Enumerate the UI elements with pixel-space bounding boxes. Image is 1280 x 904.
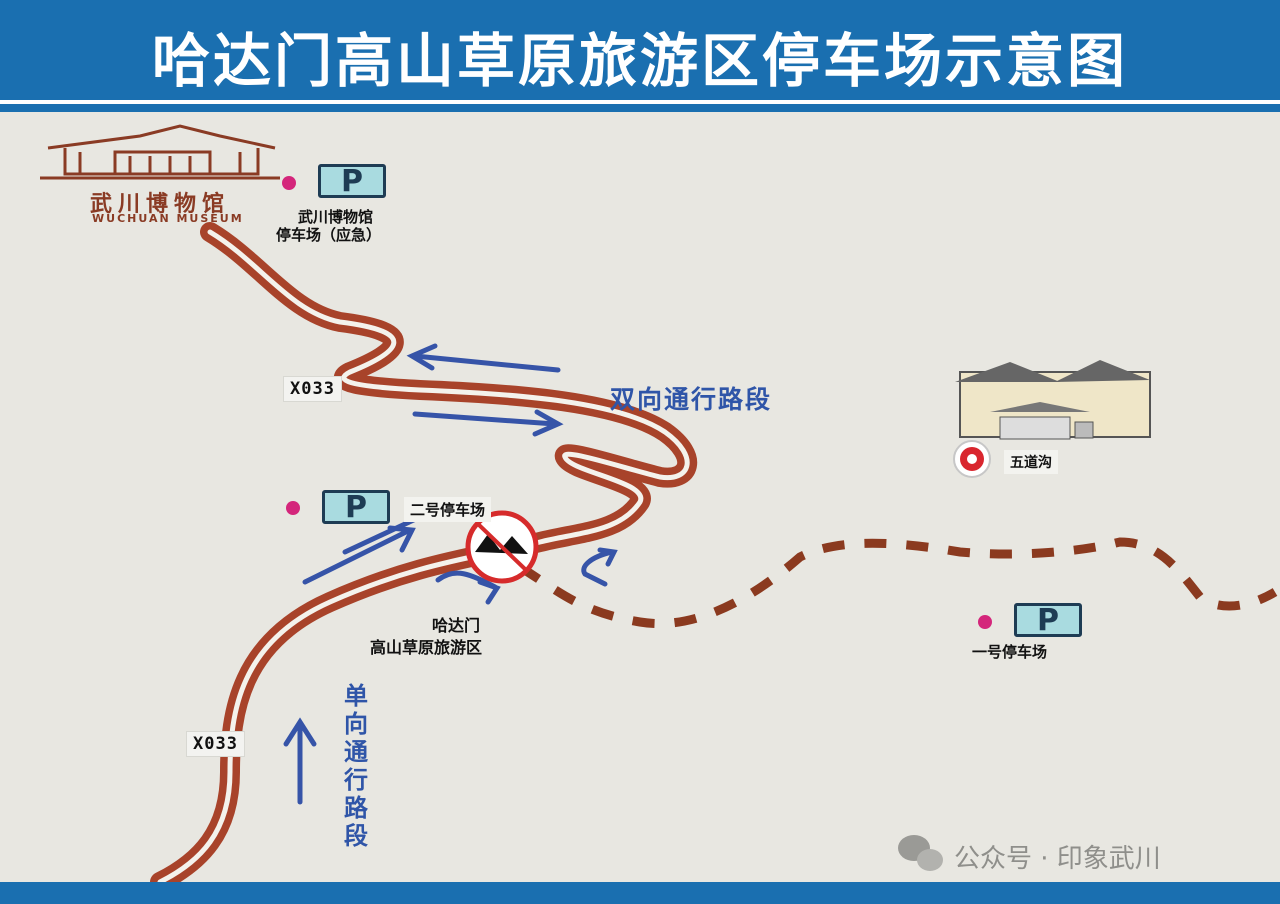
no-entry-sign-icon [465, 510, 539, 584]
scenic-area-label-line2: 高山草原旅游区 [370, 638, 483, 657]
parking-2-sign-icon: P [322, 490, 390, 525]
traffic-arrows [283, 343, 618, 805]
one-way-char: 单 [344, 682, 368, 710]
parking-1-marker [978, 615, 992, 629]
museum-parking-sign-icon: P [318, 164, 386, 199]
one-way-road-label: 单 向 通 行 路 段 [344, 682, 374, 850]
museum-parking-label-line1: 武川博物馆 [298, 208, 374, 226]
page-title: 哈达门高山草原旅游区停车场示意图 [151, 27, 1128, 95]
parking-2-marker [286, 501, 300, 515]
one-way-char: 通 [344, 738, 368, 766]
map-drawing [40, 124, 1278, 882]
museum-name-cn: 武川博物馆 [90, 191, 231, 217]
one-way-char: 行 [344, 766, 368, 794]
two-way-road-label: 双向通行路段 [610, 385, 773, 414]
parking-1-sign-icon: P [1014, 603, 1082, 638]
map-area: 武川博物馆 WUCHUAN MUSEUM P 武川博物馆 停车场（应急） X03… [0, 112, 1280, 882]
header-stripe [0, 100, 1280, 104]
museum-parking-label-line2: 停车场（应急） [276, 226, 382, 244]
one-way-char: 路 [344, 794, 368, 822]
main-road [150, 222, 698, 882]
one-way-char: 向 [344, 710, 368, 738]
village-label: 五道沟 [1004, 450, 1058, 474]
museum-name-en: WUCHUAN MUSEUM [92, 212, 244, 225]
watermark-text: 公众号 · 印象武川 [954, 844, 1161, 874]
parking-sign-letter: P [341, 164, 363, 199]
parking-sign-letter: P [1037, 603, 1059, 638]
museum-building-icon [40, 124, 280, 180]
road-code-plate-upper: X033 [283, 376, 342, 402]
wechat-icon [898, 835, 943, 871]
header-stripe-lower [0, 104, 1280, 112]
village-house-icon [955, 360, 1151, 440]
footer-bar [0, 882, 1280, 904]
parking-sign-letter: P [345, 490, 367, 525]
parking-2-label: 二号停车场 [404, 497, 492, 522]
parking-1-label: 一号停车场 [972, 643, 1048, 661]
one-way-char: 段 [344, 822, 368, 850]
dashed-track [517, 537, 1278, 628]
header-bar: 哈达门高山草原旅游区停车场示意图 [0, 0, 1280, 100]
museum-parking-marker [282, 176, 296, 190]
scenic-area-label-line1: 哈达门 [432, 616, 481, 635]
location-marker-icon [953, 440, 991, 478]
road-code-plate-lower: X033 [186, 731, 245, 757]
